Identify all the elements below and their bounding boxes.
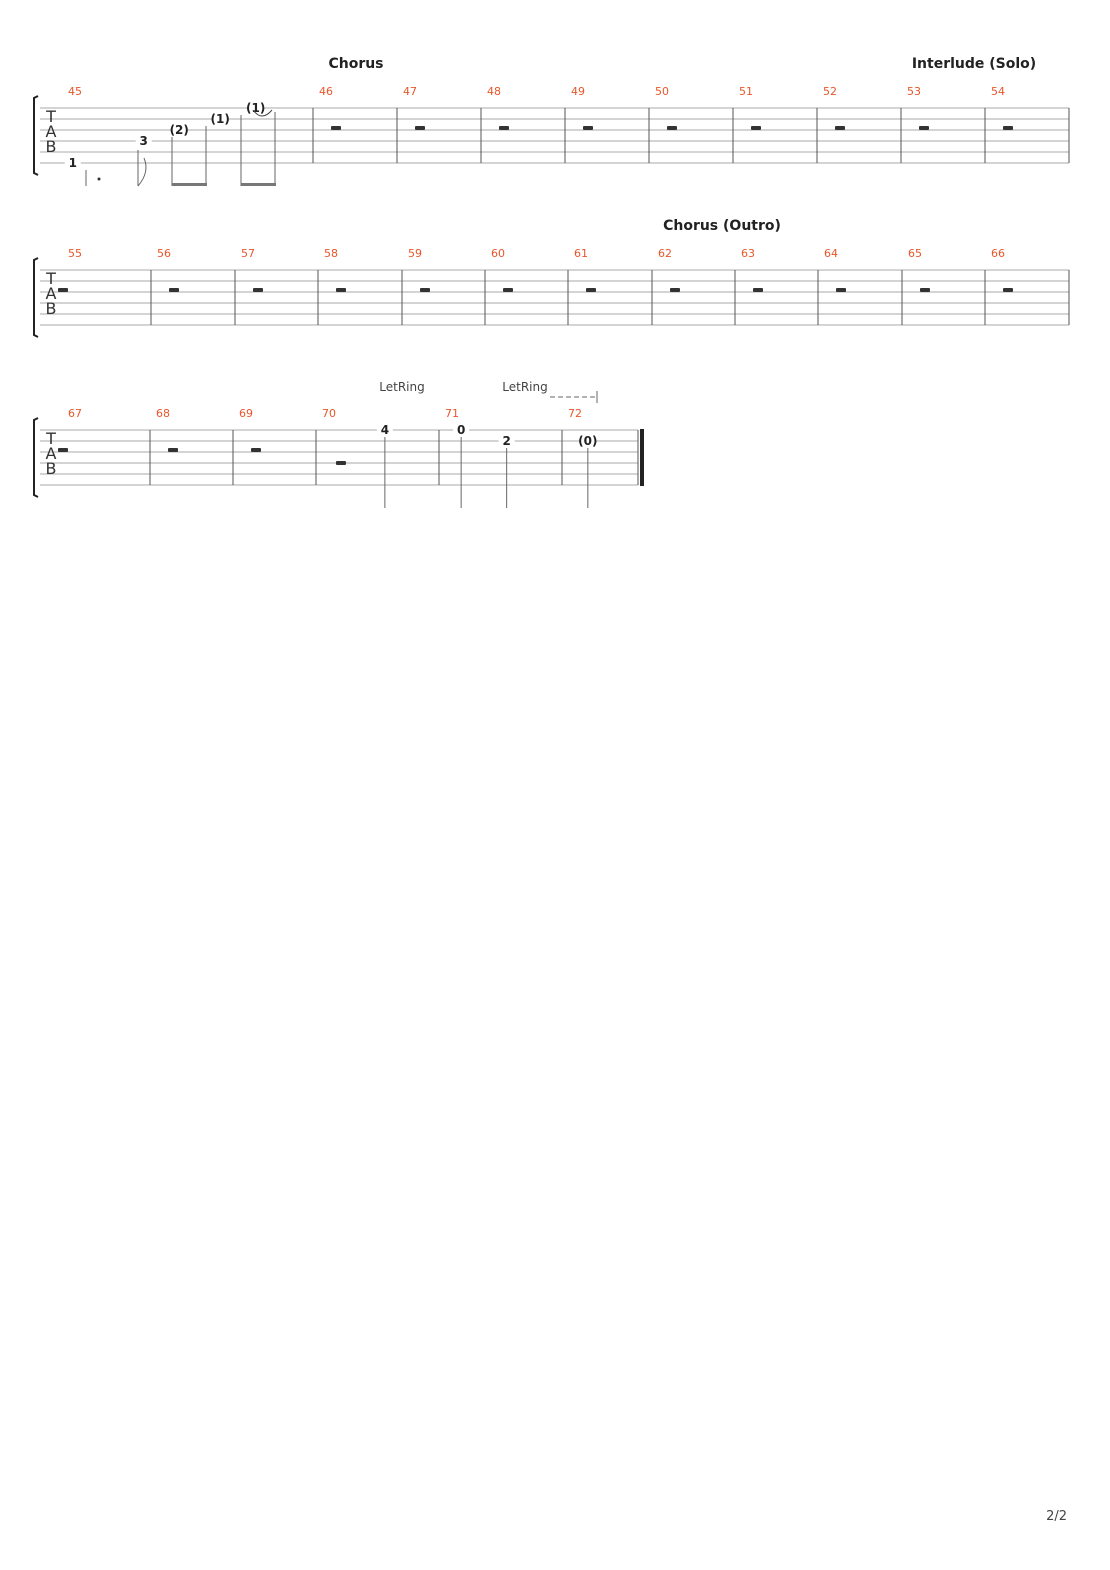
rest-symbol <box>751 126 761 130</box>
measure-number: 62 <box>658 247 672 260</box>
note-backing <box>498 435 515 447</box>
rest-symbol <box>1003 126 1013 130</box>
tie-arc <box>252 109 273 117</box>
section-label: Interlude (Solo) <box>912 56 1036 72</box>
beam <box>241 183 276 186</box>
dot <box>97 177 101 181</box>
measure-number: 71 <box>445 407 459 420</box>
note-flag <box>137 157 147 187</box>
note-backing <box>171 124 188 136</box>
fret-number: (0) <box>578 434 597 448</box>
rest-symbol <box>583 126 593 130</box>
rest-symbol <box>503 288 513 292</box>
rest-symbol <box>420 288 430 292</box>
measure-number: 64 <box>824 247 838 260</box>
page-number: 2/2 <box>1046 1509 1067 1524</box>
measure-number: 56 <box>157 247 171 260</box>
measure-number: 58 <box>324 247 338 260</box>
measure-number: 45 <box>68 85 82 98</box>
measure-number: 53 <box>907 85 921 98</box>
rest-symbol <box>336 461 346 465</box>
measure-number: 63 <box>741 247 755 260</box>
fret-number: (1) <box>246 101 265 115</box>
measure-number: 72 <box>568 407 582 420</box>
rest-symbol <box>919 126 929 130</box>
rest-symbol <box>753 288 763 292</box>
rest-symbol <box>499 126 509 130</box>
system-bracket <box>33 257 39 338</box>
tab-clef-letter: A <box>46 444 57 463</box>
let-ring-label: LetRing <box>502 380 547 394</box>
note-backing <box>579 435 596 447</box>
fret-number: 0 <box>457 423 465 437</box>
final-barline <box>640 429 644 486</box>
fret-number: (2) <box>170 123 189 137</box>
let-ring-label: LetRing <box>379 380 424 394</box>
tab-clef-letter: T <box>45 269 56 288</box>
measure-number: 69 <box>239 407 253 420</box>
rest-symbol <box>835 126 845 130</box>
rest-symbol <box>58 288 68 292</box>
rest-symbol <box>667 126 677 130</box>
note-backing <box>135 135 152 147</box>
measure-number: 70 <box>322 407 336 420</box>
measure-number: 57 <box>241 247 255 260</box>
measure-number: 60 <box>491 247 505 260</box>
measure-number: 54 <box>991 85 1005 98</box>
measure-number: 47 <box>403 85 417 98</box>
rest-symbol <box>670 288 680 292</box>
rest-symbol <box>253 288 263 292</box>
tab-clef-letter: A <box>46 284 57 303</box>
fret-number: (1) <box>211 112 230 126</box>
measure-number: 48 <box>487 85 501 98</box>
rest-symbol <box>251 448 261 452</box>
system-bracket <box>33 417 39 498</box>
rest-symbol <box>415 126 425 130</box>
note-backing <box>247 102 264 114</box>
section-label: Chorus (Outro) <box>663 218 781 234</box>
tab-clef-letter: T <box>45 107 56 126</box>
beam <box>172 183 207 186</box>
note-backing <box>212 113 229 125</box>
rest-symbol <box>58 448 68 452</box>
fret-number: 3 <box>140 134 148 148</box>
rest-symbol <box>836 288 846 292</box>
measure-number: 61 <box>574 247 588 260</box>
rest-symbol <box>1003 288 1013 292</box>
tab-clef-letter: B <box>46 299 57 318</box>
note-backing <box>453 424 470 436</box>
measure-number: 51 <box>739 85 753 98</box>
rest-symbol <box>331 126 341 130</box>
measure-number: 50 <box>655 85 669 98</box>
rest-symbol <box>169 288 179 292</box>
measure-number: 66 <box>991 247 1005 260</box>
fret-number: 2 <box>502 434 510 448</box>
note-backing <box>64 157 81 169</box>
tab-clef-letter: B <box>46 137 57 156</box>
measure-number: 65 <box>908 247 922 260</box>
fret-number: 4 <box>381 423 389 437</box>
tab-clef-letter: B <box>46 459 57 478</box>
section-label: Chorus <box>328 56 383 72</box>
tab-clef-letter: A <box>46 122 57 141</box>
rest-symbol <box>586 288 596 292</box>
note-backing <box>376 424 393 436</box>
measure-number: 59 <box>408 247 422 260</box>
measure-number: 49 <box>571 85 585 98</box>
rest-symbol <box>920 288 930 292</box>
measure-number: 55 <box>68 247 82 260</box>
measure-number: 68 <box>156 407 170 420</box>
rest-symbol <box>336 288 346 292</box>
measure-number: 67 <box>68 407 82 420</box>
fret-number: 1 <box>69 156 77 170</box>
system-bracket <box>33 95 39 176</box>
measure-number: 46 <box>319 85 333 98</box>
rest-symbol <box>168 448 178 452</box>
measure-number: 52 <box>823 85 837 98</box>
tab-clef-letter: T <box>45 429 56 448</box>
